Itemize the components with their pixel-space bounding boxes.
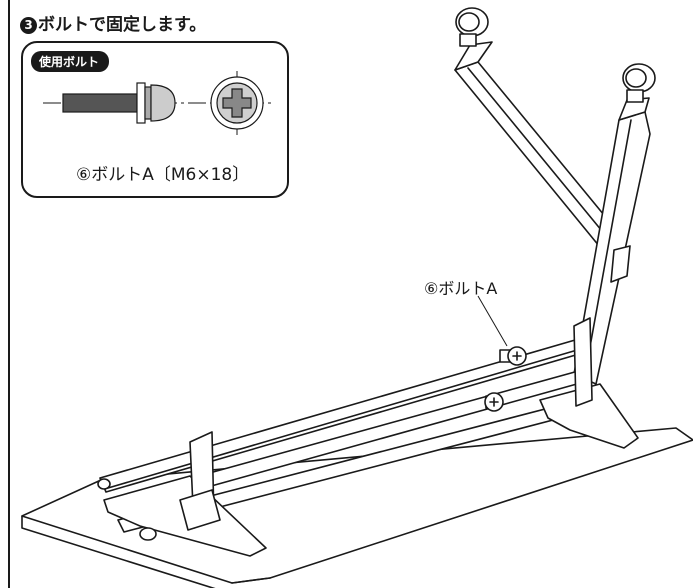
bolt-diagram	[43, 71, 273, 139]
caster-right	[622, 63, 656, 103]
bolt-callout-label: ⑥ボルトA	[424, 279, 498, 298]
bolt-head-view	[210, 76, 264, 130]
right-foot	[539, 383, 639, 449]
callout-leader-line	[477, 295, 508, 347]
parts-box: 使用ボルト ⑥ボルトA〔M6×18〕	[21, 41, 289, 198]
bolt-side-view	[62, 82, 176, 124]
parts-tag: 使用ボルト	[31, 51, 110, 72]
diagonal-leg	[454, 61, 619, 253]
bolt-caption: ⑥ボルトA〔M6×18〕	[76, 165, 250, 185]
step-number-badge: 3	[20, 17, 37, 34]
step-title-text: ボルトで固定します。	[38, 15, 207, 35]
bolt-lower	[484, 392, 504, 412]
left-margin-rule	[8, 0, 10, 588]
caster-left	[455, 7, 489, 47]
bolt-upper	[499, 346, 527, 366]
